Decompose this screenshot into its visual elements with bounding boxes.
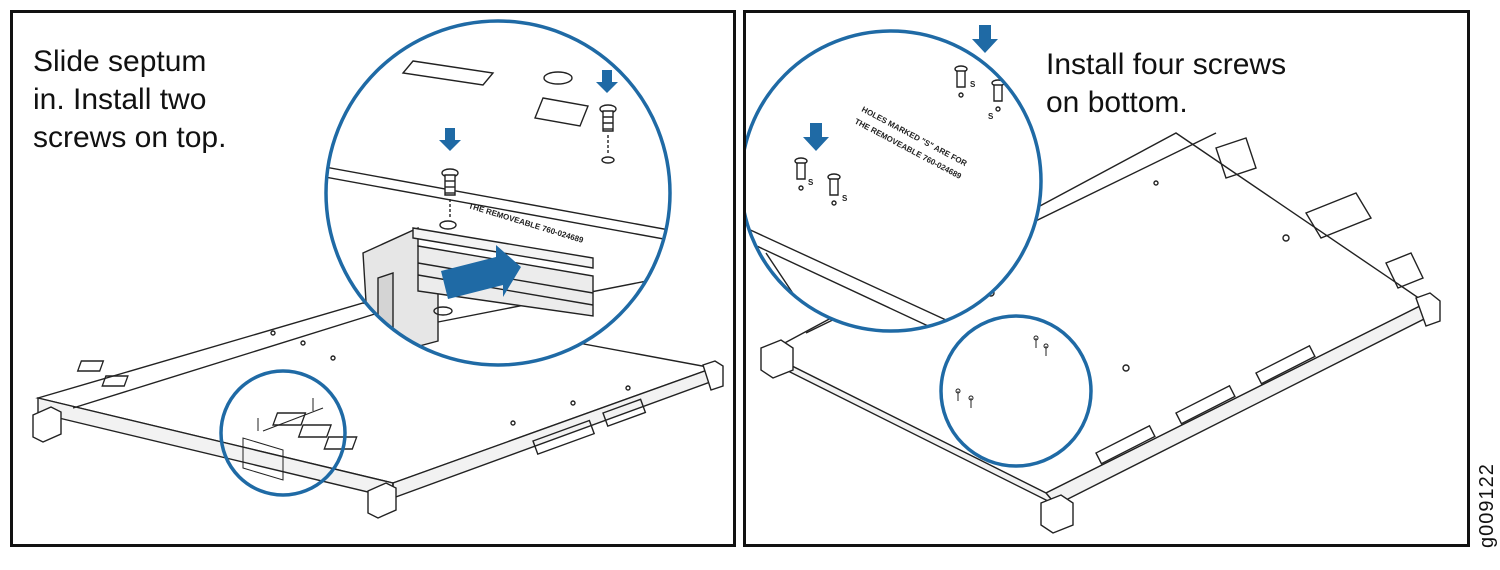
step-2-illustration: S S S S HOLES MARKED "S" ARE FOR THE REM… bbox=[746, 25, 1441, 534]
callout-circle-small bbox=[219, 369, 347, 497]
callout-circle-large bbox=[324, 19, 672, 367]
callout-circle-large bbox=[746, 29, 1043, 333]
step-1-illustration: THE REMOVEABLE 760-024689 bbox=[32, 19, 724, 519]
arrows bbox=[439, 70, 618, 299]
figure-id: g009122 bbox=[1476, 463, 1498, 548]
svg-text:S: S bbox=[988, 112, 994, 121]
arrow-down-screw-1 bbox=[439, 128, 461, 151]
step-2-caption: Install four screws on bottom. bbox=[1046, 48, 1287, 119]
svg-text:S: S bbox=[808, 178, 814, 187]
svg-text:S: S bbox=[842, 194, 848, 203]
step-2-panel: S S S S HOLES MARKED "S" ARE FOR THE REM… bbox=[743, 10, 1470, 547]
small-detail-screws bbox=[955, 335, 1049, 408]
step-1-panel: THE REMOVEABLE 760-024689 Slide septum i… bbox=[10, 10, 736, 547]
step-1-caption: Slide septum in. Install two screws on t… bbox=[33, 45, 227, 154]
arrow-down-screw-top bbox=[972, 25, 998, 53]
arrow-slide-septum bbox=[441, 245, 521, 299]
arrows bbox=[803, 25, 998, 151]
callout-circle-small bbox=[939, 314, 1093, 468]
chassis-drawing bbox=[32, 302, 724, 519]
small-detail bbox=[242, 398, 324, 481]
svg-text:S: S bbox=[970, 80, 976, 89]
screw-markers: S S S S bbox=[808, 80, 994, 203]
arrow-down-screw-left bbox=[803, 123, 829, 151]
callout-circle-large-bg bbox=[746, 31, 1041, 331]
arrow-down-screw-2 bbox=[596, 70, 618, 93]
